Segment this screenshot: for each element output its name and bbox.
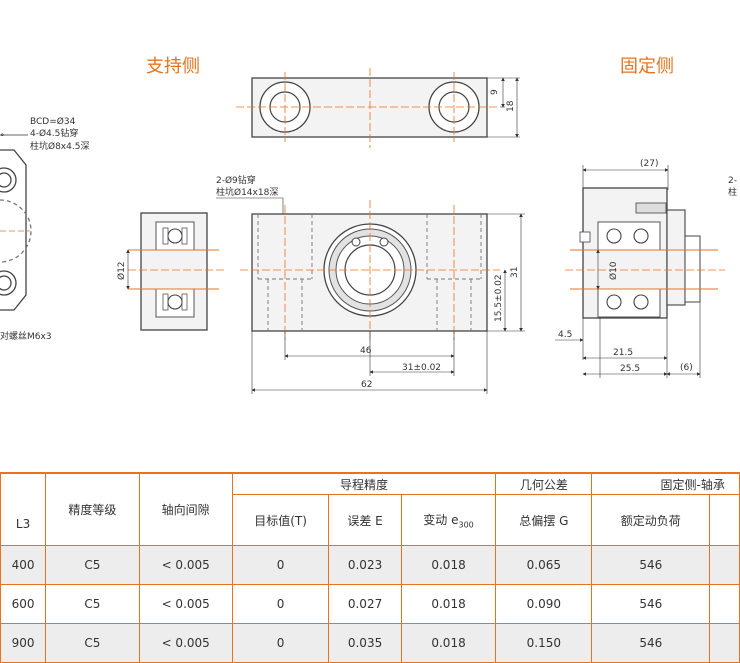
cell-variation: 0.018 [400,623,497,663]
col-clearance: 轴向间隙 [138,472,233,546]
right-partial-note-2: 柱 [728,186,737,198]
dim-6: (6) [680,363,693,373]
table-row: 900 C5 < 0.005 0 0.035 0.018 0.150 546 [0,623,740,663]
col-target: 目标值(T) [231,494,330,546]
col-variation: 变动 e300 [400,494,497,546]
cell-error: 0.023 [328,545,402,585]
cell-empty [709,545,740,585]
cell-l3: 400 [0,545,47,585]
dim-62: 62 [361,380,372,390]
cell-clearance: < 0.005 [138,623,233,663]
front-hole-note: 2-Ø9钻穿 [216,174,256,186]
dim-31: 31 [510,267,520,278]
cell-target: 0 [231,623,330,663]
cell-l3: 600 [0,584,47,624]
dim-4-5: 4.5 [558,330,572,340]
cell-load: 546 [591,584,711,624]
cell-clearance: < 0.005 [138,584,233,624]
cell-variation: 0.018 [400,584,497,624]
table-row: 600 C5 < 0.005 0 0.027 0.018 0.090 546 [0,584,740,624]
col-empty [709,494,740,546]
cell-empty [709,584,740,624]
group-geometric-tolerance: 几何公差 [495,472,593,495]
front-counterbore-note: 柱坑Ø14x18深 [216,186,278,198]
front-view [240,200,525,394]
cell-variation: 0.018 [400,545,497,585]
fixed-side-heading: 固定侧 [620,56,674,77]
col-error: 误差 E [328,494,402,546]
technical-drawing: BCD=Ø34 4-Ø4.5钻穿 柱坑Ø8x4.5深 对螺丝M6x3 ° 9 1… [0,68,737,394]
dim-27: (27) [640,159,658,169]
hole-note: 4-Ø4.5钻穿 [30,127,78,139]
cell-load: 546 [591,623,711,663]
right-partial-note-1: 2- [728,176,737,186]
cell-l3: 900 [0,623,47,663]
col-runout: 总偏摆 G [495,494,593,546]
dim-d10: Ø10 [608,261,619,280]
cell-target: 0 [231,545,330,585]
dim-18: 18 [506,100,516,112]
col-rated-load: 额定动负荷 [591,494,711,546]
dim-25-5: 25.5 [620,364,640,374]
flange-view [0,134,32,311]
cell-empty [709,623,740,663]
screw-note: 对螺丝M6x3 [0,330,52,342]
cell-runout: 0.065 [495,545,593,585]
cell-runout: 0.150 [495,623,593,663]
cell-grade: C5 [45,545,140,585]
col-l3: L3 [0,472,47,546]
group-fixed-bearing: 固定侧-轴承 [591,472,740,495]
dim-31-tol: 31±0.02 [402,363,441,373]
cell-error: 0.035 [328,623,402,663]
col-grade: 精度等级 [45,472,140,546]
cell-target: 0 [231,584,330,624]
col-variation-sub: 300 [458,520,474,530]
cell-grade: C5 [45,584,140,624]
counterbore-note: 柱坑Ø8x4.5深 [30,140,89,152]
angle-note: ° [0,133,5,143]
dim-d12: Ø12 [116,261,127,280]
table-row: 400 C5 < 0.005 0 0.023 0.018 0.065 546 [0,545,740,585]
bcd-note: BCD=Ø34 [30,116,76,127]
cell-error: 0.027 [328,584,402,624]
col-variation-label: 变动 e [423,512,459,527]
group-lead-precision: 导程精度 [231,472,497,495]
cell-grade: C5 [45,623,140,663]
support-side-heading: 支持侧 [146,56,200,77]
cell-load: 546 [591,545,711,585]
dim-46: 46 [360,346,372,356]
dim-15-5: 15.5±0.02 [494,274,504,322]
spec-table: L3 精度等级 轴向间隙 导程精度 几何公差 固定侧-轴承 目标值(T) 误差 … [0,472,740,663]
fixed-side-view [555,165,725,378]
top-view [236,68,520,148]
dim-9: 9 [490,89,500,95]
side-view [126,212,225,331]
cell-clearance: < 0.005 [138,545,233,585]
dim-21-5: 21.5 [613,348,633,358]
cell-runout: 0.090 [495,584,593,624]
